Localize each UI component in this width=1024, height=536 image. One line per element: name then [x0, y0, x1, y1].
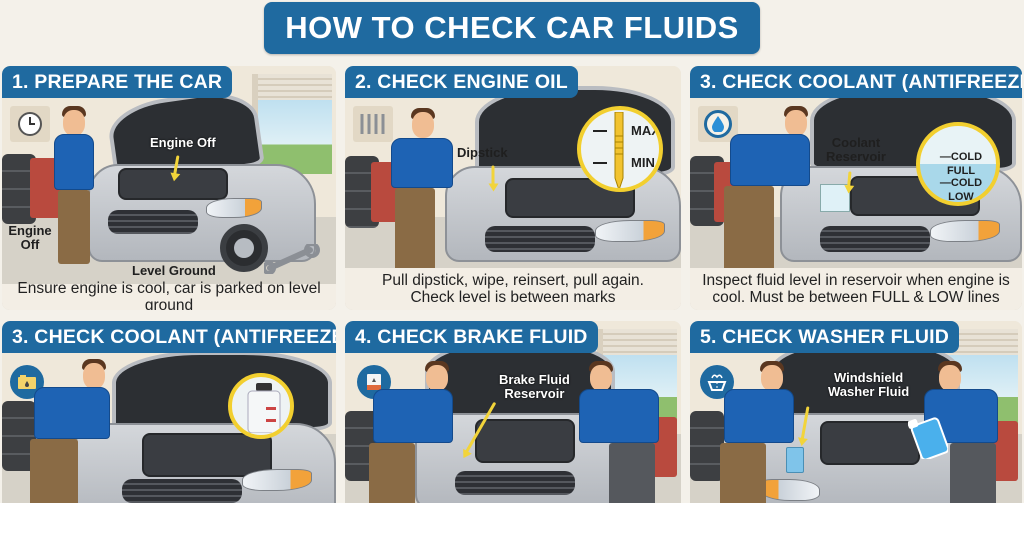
cold-low-mark: —COLD LOW: [939, 177, 983, 203]
coolant-reservoir: [820, 184, 850, 212]
dipstick-magnifier: MAX MIN: [577, 106, 663, 192]
caption-line: Inspect fluid level in reservoir when en…: [702, 272, 1010, 289]
caption-line: Ensure engine is cool, car is parked on …: [17, 280, 321, 310]
max-mark: MAX: [631, 123, 660, 138]
washer-jug-icon: [908, 417, 948, 459]
garage-scene: MAX MIN: [345, 66, 681, 310]
garage-scene: [345, 321, 681, 503]
wrenches-icon: [353, 106, 393, 142]
coolant-level-magnifier: —COLD FULL —COLD LOW: [916, 122, 1000, 206]
dipstick-label: Dipstick: [457, 145, 508, 160]
caption-line: Pull dipstick, wipe, reinsert, pull agai…: [382, 272, 644, 289]
caption: Inspect fluid level in reservoir when en…: [690, 268, 1022, 310]
caption-line: Check level is between marks: [410, 289, 616, 306]
panel-header: 1. PREPARE THE CAR: [2, 66, 233, 98]
arrow-icon: [491, 165, 495, 188]
clock-icon: [10, 106, 50, 142]
panel-engine-oil: MAX MIN 2. CHECK ENGINE OIL Dipstick Pul…: [345, 66, 681, 310]
cold-full-mark: —COLD FULL: [939, 151, 983, 177]
car-illustration: [72, 351, 336, 503]
page-title: HOW TO CHECK CAR FLUIDS: [264, 2, 760, 54]
caption: Ensure engine is cool, car is parked on …: [2, 280, 336, 310]
panel-header: 3. CHECK COOLANT (ANTIFREEZE): [690, 66, 1022, 98]
panel-header: 3. CHECK COOLANT (ANTIFREEZE): [2, 321, 336, 353]
washer-reservoir: [786, 447, 804, 473]
panel-header: 4. CHECK BRAKE FLUID: [345, 321, 598, 353]
panel-header: 2. CHECK ENGINE OIL: [345, 66, 578, 98]
panel-prepare-car: 1. PREPARE THE CAR Engine Off Engine Off…: [2, 66, 336, 310]
engine-off-side-label: Engine Off: [8, 223, 52, 252]
garage-scene: [690, 321, 1022, 503]
panel-header: 5. CHECK WASHER FLUID: [690, 321, 960, 353]
panel-coolant-bottom: 3. CHECK COOLANT (ANTIFREEZE): [2, 321, 336, 503]
level-ground-label: Level Ground: [132, 263, 216, 278]
garage-scene: —COLD FULL —COLD LOW: [690, 66, 1022, 310]
min-mark: MIN: [631, 155, 655, 170]
caption: Pull dipstick, wipe, reinsert, pull agai…: [345, 268, 681, 310]
dipstick-icon: [614, 112, 624, 188]
panel-coolant-top: —COLD FULL —COLD LOW 3. CHECK COOLANT (A…: [690, 66, 1022, 310]
caption-line: cool. Must be between FULL & LOW lines: [712, 289, 1000, 306]
coolant-bottle-magnifier: [228, 373, 294, 439]
engine-off-label: Engine Off: [150, 135, 216, 150]
wrench-icon: [264, 244, 320, 274]
water-drop-icon: [704, 110, 732, 138]
coolant-bottle-icon: [247, 383, 281, 433]
